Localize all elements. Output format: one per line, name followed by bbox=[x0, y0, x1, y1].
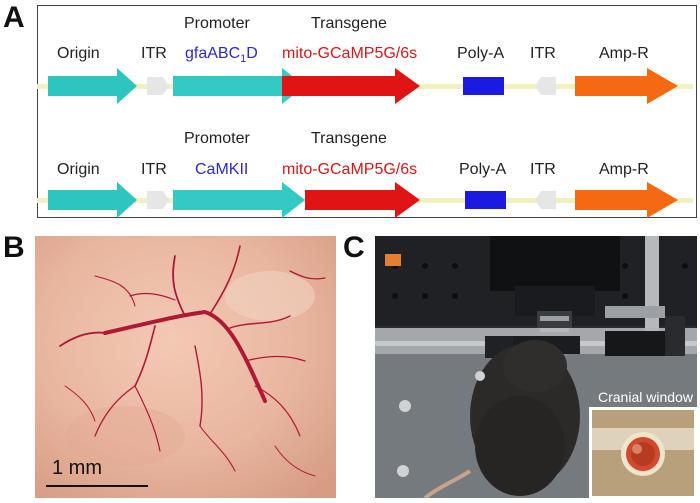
panel-b-vasculature-image: 1 mm bbox=[35, 236, 336, 498]
promoter-name-1: gfaABC bbox=[185, 45, 241, 62]
ampr-label-2: Amp-R bbox=[599, 161, 649, 178]
panel-c-imaging-setup-photo: Cranial window bbox=[375, 236, 697, 498]
ampr-label-1: Amp-R bbox=[599, 45, 649, 62]
ampr-arrow-1 bbox=[575, 68, 678, 104]
transgene-label-2: mito-GCaMP5G/6s bbox=[282, 161, 418, 178]
vasculature-photo bbox=[35, 236, 336, 498]
polya-block-2 bbox=[465, 191, 506, 209]
transgene-label-1: mito-GCaMP5G/6s bbox=[282, 45, 418, 62]
plasmid-diagrams bbox=[37, 68, 693, 218]
promoter-arrow-2 bbox=[173, 182, 305, 218]
itr-left-label-2: ITR bbox=[141, 161, 167, 178]
origin-arrow-2 bbox=[48, 182, 137, 218]
promoter-header-1: Promoter bbox=[184, 15, 250, 32]
itr-left-label-1: ITR bbox=[141, 45, 167, 62]
itr-left-arrow-2 bbox=[147, 191, 169, 209]
promoter-label-1: gfaABC1D bbox=[185, 46, 258, 65]
transgene-arrow-1 bbox=[282, 68, 420, 104]
itr-left-arrow-1 bbox=[147, 77, 169, 95]
promoter-arrow-1 bbox=[173, 68, 305, 104]
itr-right-label-1: ITR bbox=[530, 45, 556, 62]
transgene-header-1: Transgene bbox=[311, 15, 387, 32]
itr-right-arrow-1 bbox=[535, 77, 556, 95]
promoter-subscript-1: 1 bbox=[240, 53, 247, 66]
scale-bar-label: 1 mm bbox=[52, 457, 102, 479]
mouse bbox=[423, 340, 580, 498]
promoter-tail-1: D bbox=[246, 45, 258, 62]
itr-right-label-2: ITR bbox=[530, 161, 556, 178]
polya-label-2: Poly-A bbox=[459, 161, 507, 178]
promoter-label-2: CaMKII bbox=[195, 161, 249, 178]
polya-label-1: Poly-A bbox=[457, 45, 505, 62]
itr-right-arrow-2 bbox=[535, 191, 556, 209]
ampr-arrow-2 bbox=[575, 182, 678, 218]
transgene-header-2: Transgene bbox=[311, 130, 387, 147]
origin-arrow-1 bbox=[48, 68, 137, 104]
panel-letter-c: C bbox=[343, 231, 365, 264]
panel-a-plasmid-maps: Promoter Transgene Origin ITR gfaABC1D m… bbox=[37, 5, 697, 218]
polya-block-1 bbox=[463, 77, 504, 95]
inset-title-label: Cranial window bbox=[598, 389, 693, 405]
origin-label-1: Origin bbox=[57, 45, 100, 62]
transgene-arrow-2 bbox=[305, 182, 420, 218]
panel-letter-b: B bbox=[3, 231, 25, 264]
promoter-header-2: Promoter bbox=[184, 130, 250, 147]
panel-letter-a: A bbox=[3, 1, 25, 34]
blood-vessels bbox=[59, 245, 326, 477]
origin-label-2: Origin bbox=[57, 161, 100, 178]
setup-photo bbox=[375, 236, 697, 498]
